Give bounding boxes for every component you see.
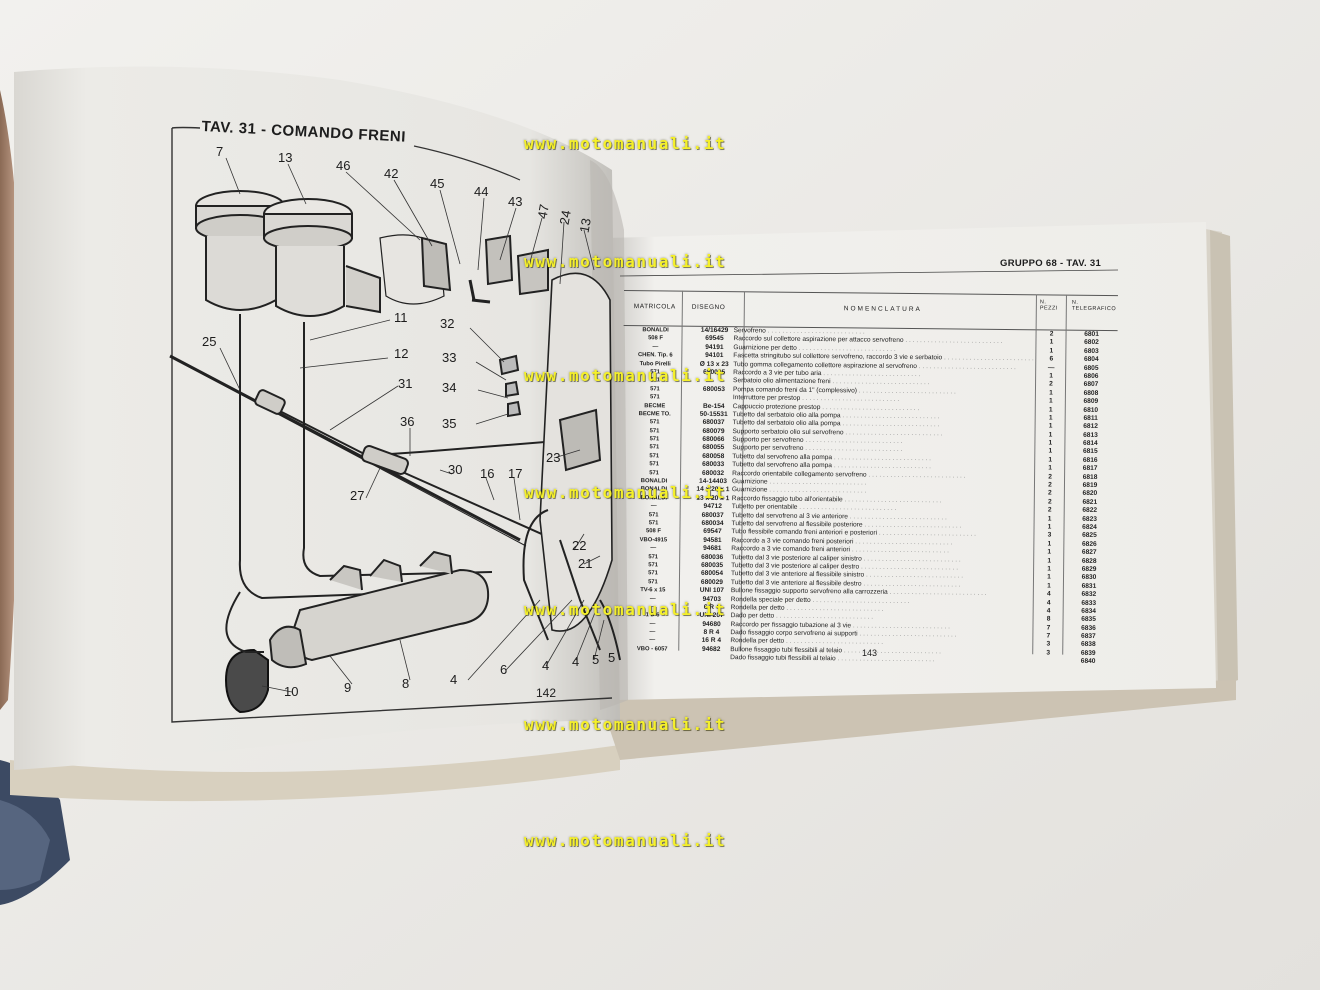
callout-label: 25	[202, 334, 217, 349]
cell-pezzi: 1	[1048, 397, 1053, 405]
watermark: www.motomanuali.it	[524, 483, 727, 502]
callout-label: 13	[278, 150, 293, 165]
cell-pezzi: 1	[1048, 464, 1053, 472]
cell-pezzi: 1	[1048, 414, 1053, 422]
cell-pezzi: 1	[1048, 431, 1053, 439]
cell-pezzi: 1	[1048, 405, 1053, 414]
callout-label: 32	[440, 316, 455, 331]
callout-label: 23	[546, 450, 561, 465]
column-disegno: DISEGNO	[691, 303, 726, 312]
callout-label: 12	[394, 346, 409, 361]
callout-label: 45	[430, 176, 445, 191]
cell-pezzi: 2	[1048, 489, 1052, 497]
cell-pezzi: 7	[1046, 632, 1051, 640]
callout-label: 47	[534, 203, 552, 220]
callout-label: 27	[350, 488, 365, 503]
cell-pezzi: 7	[1046, 624, 1051, 632]
callout-label: 46	[336, 158, 351, 173]
callout-label: 4	[572, 654, 580, 669]
cell-pezzi: 6	[1049, 355, 1054, 363]
cell-pezzi: 2	[1047, 498, 1052, 506]
callout-label: 17	[508, 466, 523, 481]
callout-label: 6	[500, 662, 508, 677]
cell-pezzi: 1	[1047, 573, 1051, 581]
callout-label: 13	[576, 217, 594, 234]
cell-pezzi: 1	[1047, 556, 1052, 565]
callout-label: 7	[216, 144, 224, 159]
cell-pezzi: 1	[1048, 456, 1053, 464]
cell-pezzi: 2	[1049, 330, 1054, 338]
callout-label: 4	[450, 672, 458, 687]
cell-pezzi: 4	[1046, 607, 1051, 615]
callout-label: 10	[284, 684, 299, 699]
cell-pezzi: —	[1047, 364, 1055, 372]
callout-label: 36	[400, 414, 415, 429]
cell-pezzi: 1	[1049, 338, 1054, 346]
callout-label: 5	[608, 650, 616, 665]
callout-label: 24	[556, 209, 574, 226]
column-nomenclatura: NOMENCLATURA	[843, 305, 922, 314]
callout-label: 43	[508, 194, 523, 209]
reservoir-right	[263, 198, 353, 317]
leader-lines	[219, 157, 605, 693]
callout-label: 21	[578, 556, 593, 571]
right-page-header: GRUPPO 68 - TAV. 31	[1000, 258, 1102, 269]
column-telegrafico: N. TELEGRAFICO	[1071, 299, 1117, 313]
brake-diagram	[169, 190, 621, 714]
callout-label: 34	[442, 380, 457, 395]
cell-pezzi: 1	[1047, 540, 1052, 548]
cell-pezzi: 1	[1047, 565, 1051, 573]
cell-pezzi: 2	[1047, 506, 1052, 514]
cell-telegrafico: 6840	[1080, 658, 1096, 666]
watermark: www.motomanuali.it	[524, 366, 727, 385]
cell-pezzi: 1	[1047, 582, 1051, 590]
cell-pezzi: 1	[1048, 422, 1053, 430]
cell-pezzi: 1	[1049, 372, 1053, 380]
watermark: www.motomanuali.it	[524, 831, 727, 850]
callout-label: 9	[344, 680, 352, 695]
cell-pezzi: 1	[1048, 447, 1053, 455]
cell-pezzi: 4	[1046, 590, 1051, 598]
callout-label: 35	[442, 416, 457, 431]
callout-label: 31	[398, 376, 413, 391]
watermark: www.motomanuali.it	[524, 252, 727, 271]
cell-pezzi: 3	[1046, 649, 1051, 657]
left-page-number: 142	[536, 686, 557, 700]
callout-label: 8	[402, 676, 410, 691]
watermark: www.motomanuali.it	[524, 715, 727, 734]
callout-label: 22	[572, 538, 587, 553]
callout-label: 4	[542, 658, 550, 673]
reservoir-left	[195, 190, 285, 311]
watermark: www.motomanuali.it	[524, 134, 727, 153]
callout-label: 16	[480, 466, 495, 481]
cell-pezzi: 3	[1047, 531, 1052, 539]
cell-matricola	[624, 653, 680, 654]
cell-pezzi: 1	[1049, 389, 1053, 397]
cell-pezzi: 3	[1046, 640, 1051, 648]
cell-pezzi: 1	[1047, 548, 1052, 556]
watermark: www.motomanuali.it	[524, 600, 727, 619]
callout-label: 42	[384, 166, 399, 181]
column-matricola: MATRICOLA	[633, 303, 676, 311]
cell-pezzi: 8	[1046, 615, 1051, 623]
cell-pezzi: 1	[1047, 523, 1052, 531]
callout-label: 33	[442, 350, 457, 365]
column-pezzi: N. PEZZI	[1039, 299, 1058, 312]
cell-pezzi: 1	[1047, 515, 1052, 523]
cell-pezzi: 1	[1049, 347, 1054, 355]
cell-pezzi: 1	[1048, 439, 1053, 447]
callout-label: 11	[394, 310, 408, 325]
parts-table-header: MATRICOLA DISEGNO NOMENCLATURA N. PEZZI …	[623, 290, 1118, 332]
callout-label: 5	[592, 652, 600, 667]
callout-label: 30	[448, 462, 463, 477]
cell-pezzi: 4	[1046, 598, 1051, 606]
cell-pezzi: 2	[1048, 473, 1052, 481]
cell-pezzi: 2	[1049, 380, 1053, 388]
cell-pezzi: 2	[1048, 481, 1052, 489]
callout-label: 44	[474, 184, 489, 199]
